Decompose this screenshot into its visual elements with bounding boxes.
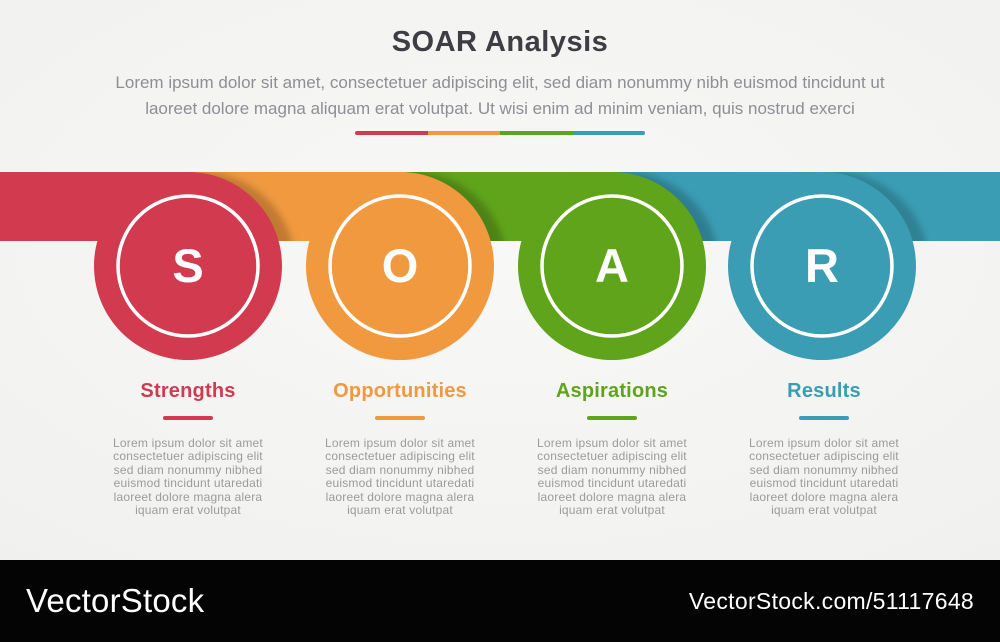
- column-underline-results: [799, 416, 849, 420]
- page-title: SOAR Analysis: [391, 26, 609, 58]
- circle-ring-aspirations: [540, 194, 684, 338]
- watermark-bar: VectorStock VectorStock.com/51117648: [0, 560, 1000, 642]
- divider-segment-red: [355, 131, 428, 135]
- vectorstock-credit: VectorStock.com/51117648: [688, 587, 974, 614]
- page-subtitle: Lorem ipsum dolor sit amet, consectetuer…: [115, 73, 885, 118]
- column-underline-opportunities: [375, 416, 425, 420]
- column-opportunities: Opportunities Lorem ipsum dolor sit amet…: [294, 380, 506, 517]
- title-divider: [355, 131, 645, 135]
- circle-letter-r: R: [805, 239, 839, 292]
- column-title-strengths: Strengths: [140, 380, 236, 402]
- divider-segment-green: [500, 131, 573, 135]
- column-title-results: Results: [787, 380, 861, 402]
- circle-ring-strengths: [116, 194, 260, 338]
- circle-opportunities: O: [306, 172, 494, 360]
- column-underline-strengths: [163, 416, 213, 420]
- column-title-aspirations: Aspirations: [555, 380, 669, 402]
- circle-ring-opportunities: [328, 194, 472, 338]
- column-body-results: Lorem ipsum dolor sit amet consectetuer …: [749, 436, 899, 518]
- divider-segment-orange: [427, 131, 500, 135]
- vectorstock-logo: VectorStock: [26, 582, 205, 619]
- circle-aspirations: A: [518, 172, 706, 360]
- column-body-aspirations: Lorem ipsum dolor sit amet consectetuer …: [537, 436, 687, 518]
- column-underline-aspirations: [587, 416, 637, 420]
- columns-row: Strengths Lorem ipsum dolor sit amet con…: [82, 380, 930, 517]
- circle-letter-o: O: [382, 239, 419, 292]
- divider-segment-teal: [572, 131, 645, 135]
- column-title-opportunities: Opportunities: [333, 380, 467, 402]
- circle-letter-a: A: [595, 239, 629, 292]
- soar-ribbon-graphic: R A O S: [0, 172, 1000, 360]
- column-body-opportunities: Lorem ipsum dolor sit amet consectetuer …: [325, 436, 475, 518]
- column-aspirations: Aspirations Lorem ipsum dolor sit amet c…: [506, 380, 718, 517]
- circle-letter-s: S: [172, 239, 203, 292]
- circle-strengths: S: [94, 172, 282, 360]
- circle-ring-results: [750, 194, 894, 338]
- column-results: Results Lorem ipsum dolor sit amet conse…: [718, 380, 930, 517]
- circle-results: R: [728, 172, 916, 360]
- column-body-strengths: Lorem ipsum dolor sit amet consectetuer …: [113, 436, 263, 518]
- column-strengths: Strengths Lorem ipsum dolor sit amet con…: [82, 380, 294, 517]
